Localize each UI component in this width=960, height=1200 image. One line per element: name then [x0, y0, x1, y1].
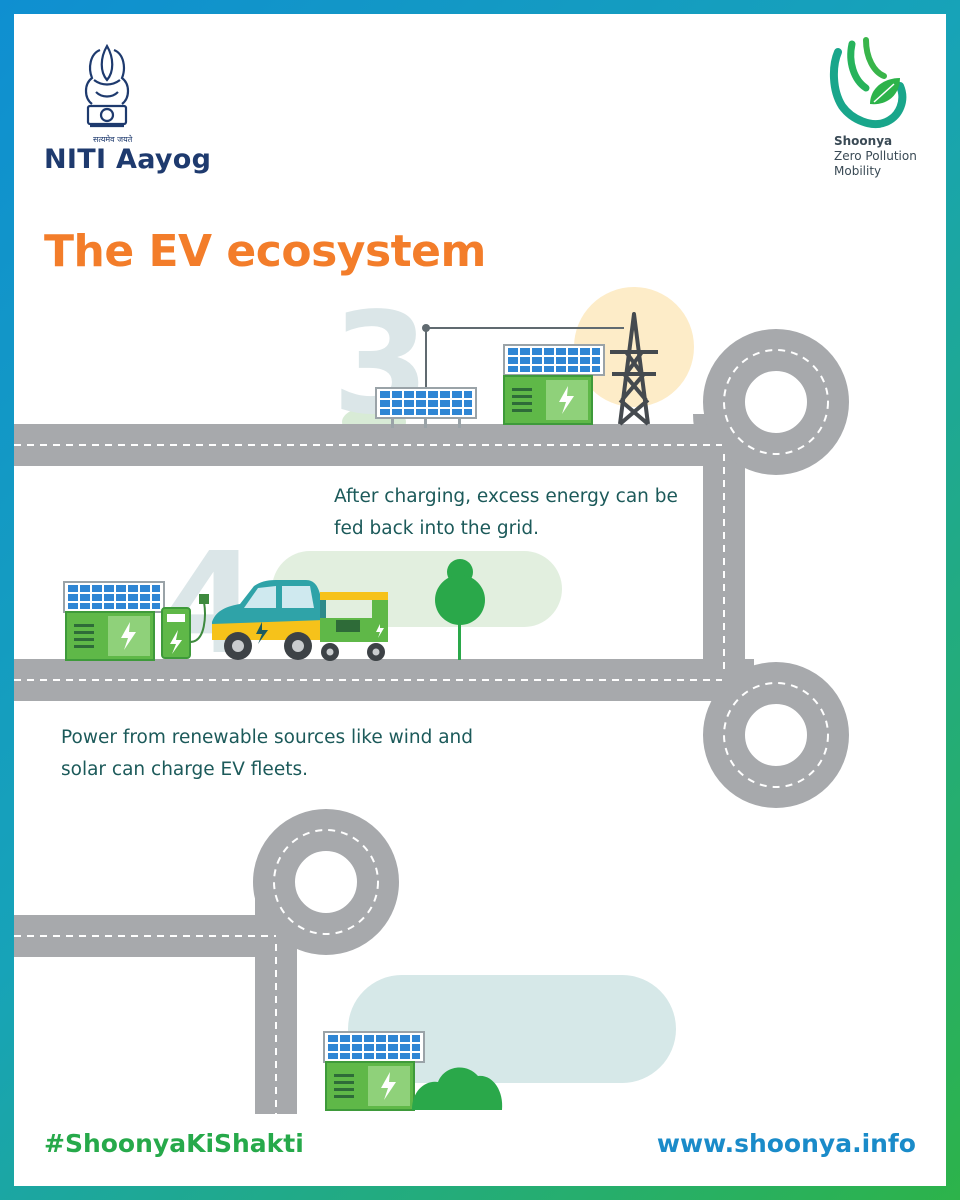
shoonya-tagline-line-1: Zero Pollution: [834, 149, 917, 163]
step-number-3: 3: [332, 283, 429, 446]
shoonya-hand-leaf-icon: [829, 37, 907, 128]
tree-icon: [435, 559, 485, 660]
page-title: The EV ecosystem: [44, 226, 486, 277]
grid-line: [422, 324, 624, 390]
road: [14, 329, 849, 1114]
shoonya-name: Shoonya: [834, 134, 893, 148]
step-3-caption: After charging, excess energy can be fed…: [334, 486, 678, 539]
bush-icon: [412, 1067, 503, 1110]
cloud-shape: [272, 551, 562, 627]
niti-motto: सत्यमेव जयते: [93, 135, 133, 144]
electric-car-icon: [212, 580, 324, 660]
shoonya-tagline-line-2: Mobility: [834, 164, 882, 178]
niti-aayog-logo-text: NITI Aayog: [44, 144, 212, 175]
electric-rickshaw-icon: [320, 592, 388, 661]
cloud-shape: [348, 975, 676, 1083]
battery-storage-icon: [325, 1061, 415, 1111]
hashtag: #ShoonyaKiShakti: [44, 1129, 304, 1158]
ev-charger-icon: [161, 594, 209, 659]
battery-storage-icon: [65, 611, 155, 661]
sun-glow: [574, 287, 694, 407]
solar-panel-icon: [375, 387, 477, 429]
transmission-tower-icon: [610, 312, 658, 426]
emblem-icon: [84, 43, 130, 128]
battery-storage-icon: [503, 375, 593, 425]
infographic-card: 3 4: [14, 14, 946, 1186]
step-4-caption: Power from renewable sources like wind a…: [61, 727, 474, 780]
website-link[interactable]: www.shoonya.info: [656, 1129, 916, 1158]
illustration: 3 4: [14, 37, 907, 1114]
